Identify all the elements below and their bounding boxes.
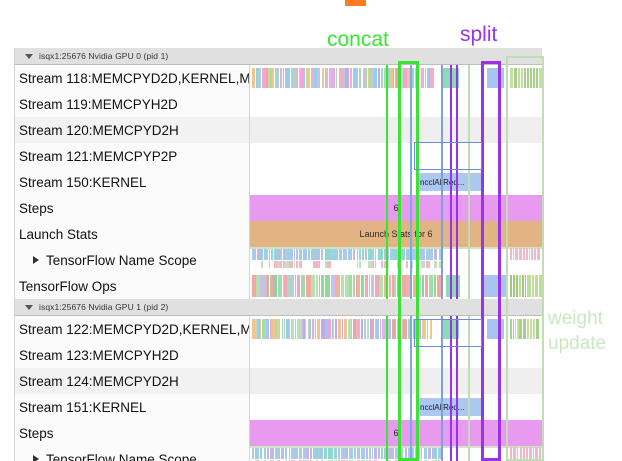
timeline-row[interactable]: Stream 119:MEMCPYH2D xyxy=(15,91,542,117)
row-label-text: Stream 150:KERNEL xyxy=(19,174,147,190)
timeline-row-label: TensorFlow Name Scope xyxy=(15,446,250,461)
timeline-row[interactable]: Stream 121:MEMCPYP2P xyxy=(15,143,542,169)
expand-triangle-icon[interactable] xyxy=(33,455,39,461)
row-label-text: Steps xyxy=(19,425,54,441)
row-label-text: Launch Stats xyxy=(19,226,98,242)
timeline-row[interactable]: Stream 124:MEMCPYD2H xyxy=(15,368,542,394)
timeline-track[interactable]: 6 xyxy=(250,195,542,221)
timeline-row[interactable]: Stream 118:MEMCPYD2D,KERNEL,ME xyxy=(15,65,542,91)
timeline-track[interactable] xyxy=(250,446,542,461)
steps-bar[interactable]: 6 xyxy=(250,195,542,221)
timeline-row[interactable]: Steps 6 xyxy=(15,420,542,446)
expand-triangle-icon[interactable] xyxy=(33,256,39,264)
timeline-row-label: TensorFlow Ops xyxy=(15,273,250,299)
caret-down-icon[interactable] xyxy=(25,53,33,59)
row-label-text: Stream 122:MEMCPYD2D,KERNEL,MI xyxy=(19,321,250,337)
group-header-gpu1[interactable]: isqx1:25676 Nvidia GPU 1 (pid 2) xyxy=(15,299,542,316)
row-label-text: TensorFlow Ops xyxy=(19,278,117,294)
timeline-row-label: Stream 151:KERNEL xyxy=(15,394,250,420)
row-label-text: TensorFlow Name Scope xyxy=(46,252,197,268)
timeline-track[interactable] xyxy=(250,247,542,273)
timeline-row-label: Stream 124:MEMCPYD2H xyxy=(15,368,250,394)
timeline-row[interactable]: TensorFlow Ops xyxy=(15,273,542,299)
timeline-track[interactable] xyxy=(250,342,542,368)
annotation-weight-line2: update xyxy=(548,333,607,354)
timeline-track[interactable] xyxy=(250,91,542,117)
timeline-track[interactable]: ncclAllRed... xyxy=(250,394,542,420)
timeline-row-label: Stream 118:MEMCPYD2D,KERNEL,ME xyxy=(15,65,250,91)
timeline-track[interactable] xyxy=(250,143,542,169)
timeline-row[interactable]: Launch Stats Launch Stats for 6 xyxy=(15,221,542,247)
row-label-text: Stream 118:MEMCPYD2D,KERNEL,ME xyxy=(19,70,250,86)
timeline-row[interactable]: Stream 122:MEMCPYD2D,KERNEL,MI xyxy=(15,316,542,342)
timeline-row-label: Stream 122:MEMCPYD2D,KERNEL,MI xyxy=(15,316,250,342)
row-label-text: Stream 124:MEMCPYD2H xyxy=(19,373,179,389)
timeline-row-label: Launch Stats xyxy=(15,221,250,247)
trace-viewer-panel[interactable]: isqx1:25676 Nvidia GPU 0 (pid 1) Stream 1… xyxy=(14,48,542,461)
timeline-row-label: Steps xyxy=(15,195,250,221)
timeline-row-label: Steps xyxy=(15,420,250,446)
caret-down-icon[interactable] xyxy=(25,304,33,310)
timeline-track[interactable] xyxy=(250,117,542,143)
annotation-concat-label: concat xyxy=(327,28,389,51)
launch-stats-bar-label: Launch Stats for 6 xyxy=(359,229,433,239)
timeline-row[interactable]: TensorFlow Name Scope xyxy=(15,247,542,273)
timeline-row-label: Stream 120:MEMCPYD2H xyxy=(15,117,250,143)
annotation-weight-line1: weight xyxy=(548,308,603,329)
timeline-row[interactable]: Stream 150:KERNEL ncclAllRed... xyxy=(15,169,542,195)
annotation-orange-clipped: ▬ xyxy=(345,0,366,12)
annotation-split-label: split xyxy=(460,23,498,46)
group-header-label: isqx1:25676 Nvidia GPU 0 (pid 1) xyxy=(39,51,169,61)
row-label-text: Steps xyxy=(19,200,54,216)
row-label-text: TensorFlow Name Scope xyxy=(46,451,197,461)
group-header-gpu0[interactable]: isqx1:25676 Nvidia GPU 0 (pid 1) xyxy=(15,48,542,65)
annotation-weight-update-label: weight update xyxy=(548,306,606,356)
steps-bar[interactable]: 6 xyxy=(250,420,542,446)
row-label-text: Stream 119:MEMCPYH2D xyxy=(19,96,178,112)
timeline-row-label: TensorFlow Name Scope xyxy=(15,247,250,273)
row-label-text: Stream 151:KERNEL xyxy=(19,399,147,415)
timeline-row[interactable]: TensorFlow Name Scope xyxy=(15,446,542,461)
launch-stats-bar[interactable]: Launch Stats for 6 xyxy=(250,221,542,247)
timeline-track[interactable] xyxy=(250,316,542,342)
timeline-track[interactable]: 6 xyxy=(250,420,542,446)
timeline-row-label: Stream 150:KERNEL xyxy=(15,169,250,195)
timeline-row[interactable]: Steps 6 xyxy=(15,195,542,221)
timeline-row-label: Stream 123:MEMCPYH2D xyxy=(15,342,250,368)
timeline-track[interactable] xyxy=(250,65,542,91)
timeline-row-label: Stream 119:MEMCPYH2D xyxy=(15,91,250,117)
steps-bar-label: 6 xyxy=(393,428,399,438)
timeline-row-label: Stream 121:MEMCPYP2P xyxy=(15,143,250,169)
steps-bar-label: 6 xyxy=(393,203,399,213)
timeline-track[interactable] xyxy=(250,368,542,394)
group-header-label: isqx1:25676 Nvidia GPU 1 (pid 2) xyxy=(39,302,169,312)
timeline-row[interactable]: Stream 120:MEMCPYD2H xyxy=(15,117,542,143)
timeline-track[interactable]: ncclAllRed... xyxy=(250,169,542,195)
timeline-track[interactable]: Launch Stats for 6 xyxy=(250,221,542,247)
timeline-track[interactable] xyxy=(250,273,542,299)
row-label-text: Stream 121:MEMCPYP2P xyxy=(19,148,178,164)
timeline-row[interactable]: Stream 151:KERNEL ncclAllRed... xyxy=(15,394,542,420)
row-label-text: Stream 123:MEMCPYH2D xyxy=(19,347,179,363)
timeline-row[interactable]: Stream 123:MEMCPYH2D xyxy=(15,342,542,368)
row-label-text: Stream 120:MEMCPYD2H xyxy=(19,122,179,138)
